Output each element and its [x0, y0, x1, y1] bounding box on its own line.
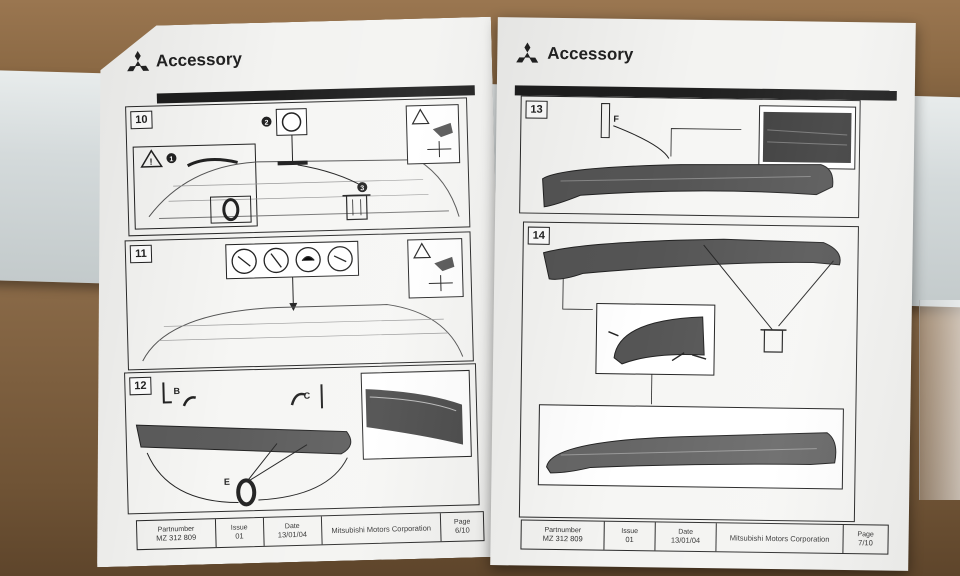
step-12-panel: 12 B C E	[124, 363, 480, 514]
footer-company: Mitsubishi Motors Corporation	[716, 523, 844, 553]
rear-window-illustration: ! 1 2 3	[126, 98, 469, 235]
marker-text: 3	[360, 185, 364, 192]
rear-window-illustration	[126, 232, 473, 369]
brand-title: Accessory	[547, 43, 634, 65]
step-13-panel: 13 F	[519, 95, 861, 219]
footer-partnumber: Partnumber MZ 312 809	[137, 519, 216, 549]
part-label: B	[173, 386, 180, 396]
svg-text:!: !	[149, 157, 152, 167]
step-11-panel: 11	[125, 231, 474, 370]
footer-value: 7/10	[858, 538, 873, 548]
sheet-footer: Partnumber MZ 312 809 Issue 01 Date 13/0…	[520, 519, 889, 555]
step-10-panel: 10 ! 1 2	[125, 97, 470, 236]
marker-text: 2	[264, 120, 268, 127]
footer-date: Date 13/01/04	[263, 516, 322, 546]
step-marker-3	[357, 182, 367, 192]
tool-sequence-strip	[226, 241, 359, 278]
spoiler-install-illustration: B C E	[125, 364, 479, 513]
marker-text: 1	[169, 156, 173, 163]
part-label: E	[224, 477, 230, 487]
trash-bin-icon	[342, 195, 371, 220]
drill-icon	[406, 105, 460, 164]
footer-value: MZ 312 809	[156, 532, 197, 543]
mitsubishi-logo-icon	[126, 50, 151, 73]
footer-partnumber: Partnumber MZ 312 809	[521, 520, 606, 550]
trash-bin-icon	[760, 329, 787, 353]
plastic-bag	[919, 300, 960, 500]
footer-page: Page 6/10	[441, 512, 484, 541]
drill-icon	[408, 239, 463, 298]
footer-value: 6/10	[454, 525, 470, 535]
footer-value: 13/01/04	[670, 535, 701, 545]
footer-value: 01	[235, 531, 244, 541]
footer-issue: Issue 01	[604, 521, 656, 551]
tire-icon	[210, 196, 251, 223]
footer-value: Mitsubishi Motors Corporation	[729, 532, 830, 544]
mitsubishi-logo-icon	[516, 42, 539, 63]
part-label: F	[613, 114, 619, 124]
step-marker-1	[166, 153, 176, 163]
footer-value: MZ 312 809	[542, 533, 583, 544]
part-label: C	[304, 391, 311, 401]
sheet-header: Accessory	[155, 35, 474, 103]
footer-issue: Issue 01	[216, 518, 265, 547]
footer-value: Mitsubishi Motors Corporation	[331, 522, 432, 535]
sheet-footer: Partnumber MZ 312 809 Issue 01 Date 13/0…	[136, 511, 485, 550]
caution-triangle-icon: !	[141, 150, 161, 167]
instruction-sheet-left: Accessory 10 ! 1	[83, 17, 505, 567]
footer-date: Date 13/01/04	[655, 522, 717, 552]
step-marker-2	[261, 117, 271, 127]
footer-page: Page 7/10	[843, 525, 887, 554]
footer-value: 13/01/04	[277, 529, 308, 540]
step-14-panel: 14	[518, 221, 859, 523]
tire-icon	[238, 480, 255, 504]
footer-company: Mitsubishi Motors Corporation	[322, 513, 442, 544]
footer-value: 01	[625, 534, 634, 545]
sheet-header: Accessory	[514, 35, 898, 101]
spoiler-finish-illustration	[537, 238, 844, 490]
brand-title: Accessory	[155, 49, 243, 71]
instruction-sheet-right: Accessory 13 F 14	[490, 17, 916, 571]
spoiler-bond-illustration: F	[542, 103, 857, 208]
